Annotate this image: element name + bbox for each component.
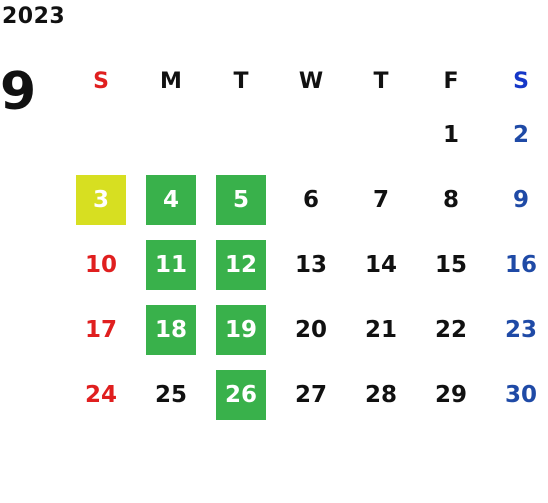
day-cell-highlighted: 18: [136, 297, 206, 362]
day-cell-highlighted: 3: [66, 167, 136, 232]
weekday-sat: S: [513, 68, 529, 94]
day-cell: 27: [276, 362, 346, 427]
day-number: 2: [512, 121, 529, 148]
weekday-tue: T: [233, 68, 249, 94]
day-cell: [346, 102, 416, 167]
day-number: 3: [92, 186, 109, 213]
day-cell: 23: [486, 297, 548, 362]
day-number: 14: [364, 251, 397, 278]
day-cell: 13: [276, 232, 346, 297]
day-cell: [136, 102, 206, 167]
day-cell: 10: [66, 232, 136, 297]
day-number: 29: [434, 381, 467, 408]
day-number: 28: [364, 381, 397, 408]
day-number: 19: [224, 316, 257, 343]
day-number: 9: [512, 186, 529, 213]
day-cell-highlighted: 12: [206, 232, 276, 297]
day-cell: 16: [486, 232, 548, 297]
day-cell-highlighted: 11: [136, 232, 206, 297]
day-number: 20: [294, 316, 327, 343]
day-number: 6: [302, 186, 319, 213]
day-cell: [66, 102, 136, 167]
day-cell: 20: [276, 297, 346, 362]
day-cell: 22: [416, 297, 486, 362]
day-cell: 21: [346, 297, 416, 362]
day-number: 27: [294, 381, 327, 408]
day-cell: 9: [486, 167, 548, 232]
day-number: 4: [162, 186, 179, 213]
day-cell: 8: [416, 167, 486, 232]
day-number: 30: [504, 381, 537, 408]
weekday-mon: M: [160, 68, 182, 94]
calendar-month: 9: [0, 62, 37, 122]
calendar-grid: S M T W T F S 1 2 3 4 5 6 7 8 9 10 11 12…: [66, 60, 548, 427]
weekday-thu: T: [373, 68, 389, 94]
day-number: 1: [442, 121, 459, 148]
day-cell-highlighted: 26: [206, 362, 276, 427]
calendar-year: 2023: [2, 4, 66, 29]
day-cell: 28: [346, 362, 416, 427]
day-number: 7: [372, 186, 389, 213]
day-cell: 15: [416, 232, 486, 297]
day-number: 17: [84, 316, 117, 343]
day-number: 13: [294, 251, 327, 278]
day-number: 22: [434, 316, 467, 343]
day-number: 26: [224, 381, 257, 408]
day-number: 11: [154, 251, 187, 278]
day-cell: 25: [136, 362, 206, 427]
day-number: 8: [442, 186, 459, 213]
day-cell-highlighted: 19: [206, 297, 276, 362]
day-cell: 17: [66, 297, 136, 362]
day-number: 15: [434, 251, 467, 278]
day-number: 23: [504, 316, 537, 343]
day-cell: 30: [486, 362, 548, 427]
day-number: 25: [154, 381, 187, 408]
day-number: 18: [154, 316, 187, 343]
day-cell: 24: [66, 362, 136, 427]
day-cell-highlighted: 4: [136, 167, 206, 232]
day-number: 21: [364, 316, 397, 343]
day-number: 12: [224, 251, 257, 278]
day-cell: 29: [416, 362, 486, 427]
day-cell: [276, 102, 346, 167]
day-number: 10: [84, 251, 117, 278]
day-cell: 7: [346, 167, 416, 232]
weekday-fri: F: [443, 68, 459, 94]
day-number: 5: [232, 186, 249, 213]
weekday-sun: S: [93, 68, 109, 94]
day-number: 16: [504, 251, 537, 278]
day-cell: 1: [416, 102, 486, 167]
weekday-wed: W: [298, 68, 324, 94]
day-number: 24: [84, 381, 117, 408]
day-cell: 14: [346, 232, 416, 297]
day-cell: 6: [276, 167, 346, 232]
day-cell: 2: [486, 102, 548, 167]
day-cell-highlighted: 5: [206, 167, 276, 232]
day-cell: [206, 102, 276, 167]
